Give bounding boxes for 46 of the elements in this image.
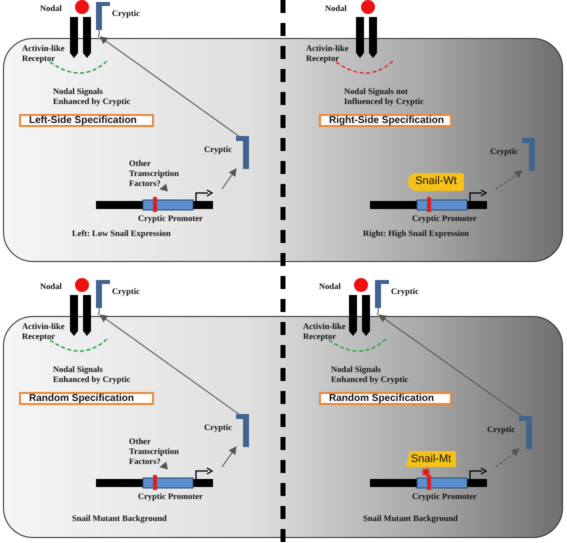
protein-label: Cryptic <box>112 286 140 296</box>
promoter-label: Cryptic Promoter <box>138 491 203 501</box>
cell-outline <box>3 316 563 538</box>
factor-label: Other Transcription Factors? <box>129 436 201 466</box>
specification-box: Random Specification <box>319 392 452 405</box>
condition-note: Snail Mutant Background <box>363 513 459 523</box>
signal-note: Nodal Signals not Influenced by Cryptic <box>344 86 425 106</box>
arrow <box>222 446 237 468</box>
condition-note: Right: High Snail Expression <box>363 228 470 238</box>
ligand-label: Nodal <box>325 3 348 13</box>
ligand-label: Nodal <box>40 3 63 13</box>
arrow <box>99 36 240 136</box>
protein-tag: Snail-Mt <box>406 451 456 467</box>
ligand-label: Nodal <box>40 281 63 291</box>
receptor-label: Activin-like Receptor <box>22 43 66 63</box>
specification-box: Right-Side Specification <box>319 114 452 127</box>
ligand-label: Nodal <box>319 281 342 291</box>
receptor-label: Activin-like Receptor <box>22 321 66 341</box>
protein-label: Cryptic <box>391 286 419 296</box>
protein-label: Cryptic <box>112 8 140 18</box>
protein-label: Cryptic <box>490 146 518 156</box>
arrow <box>159 184 168 192</box>
condition-note: Left: Low Snail Expression <box>72 228 172 238</box>
arrow <box>99 314 240 414</box>
specification-box: Random Specification <box>19 392 154 405</box>
promoter-label: Cryptic Promoter <box>138 213 203 223</box>
protein-tag: Snail-Wt <box>408 173 464 191</box>
cell-outline <box>3 38 563 262</box>
promoter-label: Cryptic Promoter <box>412 213 477 223</box>
signal-note: Nodal Signals Enhanced by Cryptic <box>53 86 132 106</box>
receptor-label: Activin-like Receptor <box>306 43 350 63</box>
arrow <box>378 314 522 416</box>
promoter-label: Cryptic Promoter <box>412 491 477 501</box>
protein-label: Cryptic <box>487 424 515 434</box>
signal-note: Nodal Signals Enhanced by Cryptic <box>53 364 132 384</box>
factor-label: Other Transcription Factors? <box>129 158 201 188</box>
signal-note: Nodal Signals Enhanced by Cryptic <box>331 364 410 384</box>
arrow <box>222 168 237 190</box>
arrow <box>159 462 168 470</box>
arrow <box>496 170 523 190</box>
protein-label: Cryptic <box>204 144 232 154</box>
specification-box: Left-Side Specification <box>19 114 154 127</box>
protein-label: Cryptic <box>204 422 232 432</box>
arrow <box>496 448 520 468</box>
receptor-label: Activin-like Receptor <box>303 321 346 341</box>
condition-note: Snail Mutant Background <box>72 513 168 523</box>
